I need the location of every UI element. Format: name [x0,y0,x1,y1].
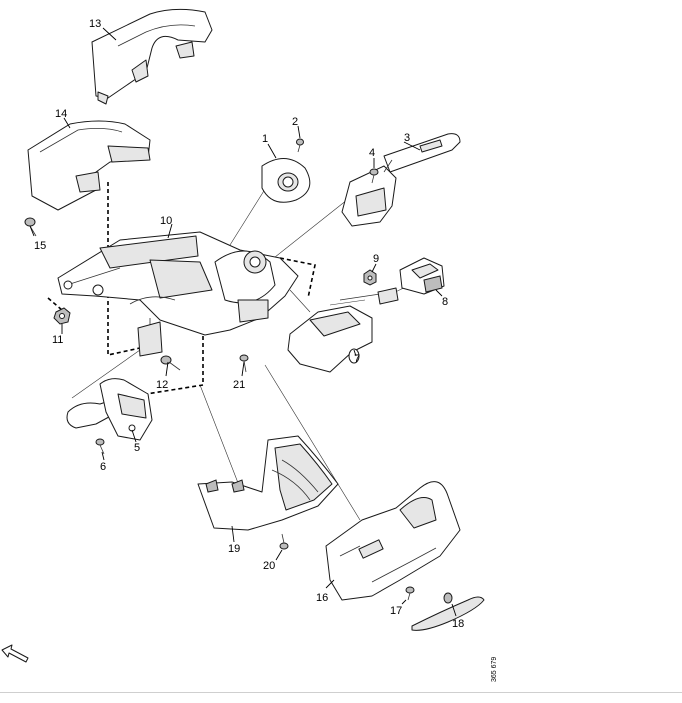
part-20-screw [279,533,289,550]
callout-leader-lines [29,27,457,617]
part-1-clock-spring [261,158,311,203]
part-13-upper-shroud [91,8,213,105]
figure-reference-code: 365 679 [491,657,498,682]
callout-9: 9 [373,253,379,265]
part-14-lower-shroud [27,120,151,211]
callout-10: 10 [160,215,172,227]
callout-17: 17 [390,605,402,617]
part-19-lower-cover [197,435,339,531]
part-16-lower-shroud [325,481,461,601]
part-10-steering-column [57,231,299,357]
callout-labels: 13 14 1 2 3 4 15 10 9 8 11 7 12 21 5 6 1… [34,18,464,630]
part-11-nut [53,307,71,325]
part-7-lock-housing [287,287,399,373]
direction-arrow-icon [1,644,29,663]
callout-4: 4 [369,147,375,159]
part-2-screw [296,138,304,153]
part-8-module [399,257,445,295]
callout-14: 14 [55,108,67,120]
part-17-screw [405,586,415,601]
callout-5: 5 [134,442,140,454]
bottom-divider [0,692,682,693]
callout-7: 7 [354,353,360,365]
callout-21: 21 [233,379,245,391]
callout-6: 6 [100,461,106,473]
callout-16: 16 [316,592,328,604]
part-18-trim-strip [411,592,485,631]
callout-20: 20 [263,560,275,572]
callout-13: 13 [89,18,101,30]
part-5-indicator-stalk [66,378,153,441]
callout-15: 15 [34,240,46,252]
callout-19: 19 [228,543,240,555]
callout-1: 1 [262,133,268,145]
part-3-wiper-stalk [341,133,461,227]
callout-8: 8 [442,296,448,308]
callout-18: 18 [452,618,464,630]
part-9-nut [363,269,377,286]
part-21-screw [239,354,249,373]
callout-3: 3 [404,132,410,144]
assembly-guide-lines [71,177,421,521]
callout-2: 2 [292,116,298,128]
part-4-screw [369,168,379,184]
part-6-screw [95,438,105,455]
callout-12: 12 [156,379,168,391]
part-12-bolt [160,355,181,371]
callout-11: 11 [52,334,63,346]
